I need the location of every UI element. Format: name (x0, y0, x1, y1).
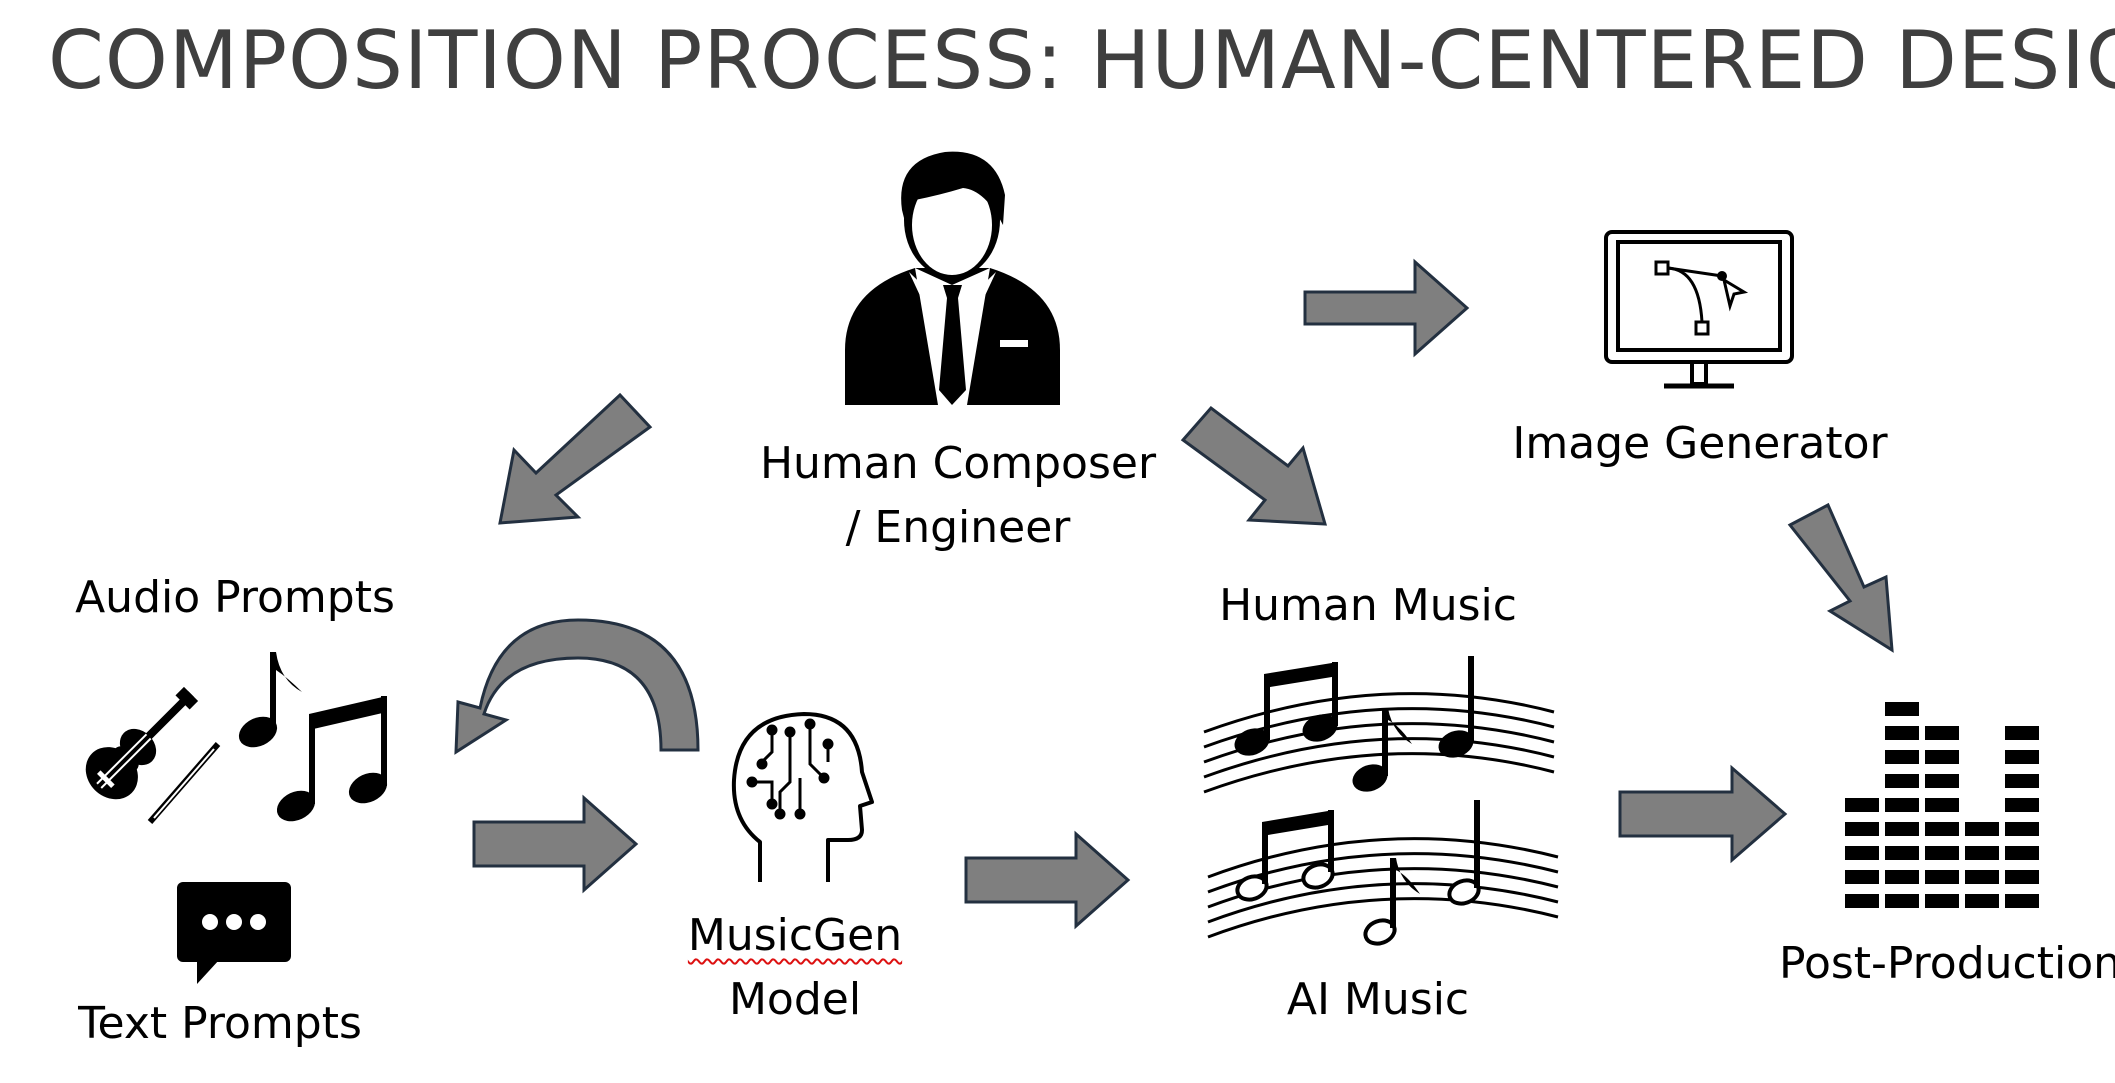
equalizer-block (1965, 870, 1999, 884)
equalizer-block (1925, 894, 1959, 908)
equalizer-block (1885, 750, 1919, 764)
equalizer-block (1885, 870, 1919, 884)
equalizer-block (2005, 846, 2039, 860)
musicgen-label: MusicGen Model (630, 904, 960, 1032)
diagram-title: COMPOSITION PROCESS: HUMAN-CENTERED DESI… (48, 14, 2115, 107)
equalizer-block (1925, 846, 1959, 860)
arrow-composer-to-image-generator (1303, 258, 1470, 358)
arrow-prompts-to-musicgen (472, 794, 639, 894)
equalizer-bars-icon (1845, 702, 2039, 908)
human-composer-label: Human Composer / Engineer (748, 432, 1168, 560)
equalizer-block (1845, 798, 1879, 812)
chat-bubble-icon (177, 882, 291, 984)
equalizer-block (1885, 798, 1919, 812)
ai-head-icon (731, 712, 874, 882)
equalizer-block (2005, 750, 2039, 764)
equalizer-block (1965, 894, 1999, 908)
equalizer-block (1965, 822, 1999, 836)
equalizer-block (1925, 726, 1959, 740)
arrow-composer-to-audio-prompts (498, 392, 653, 525)
arrow-image-generator-to-post-production (1787, 502, 1894, 653)
equalizer-block (1925, 798, 1959, 812)
equalizer-block (1925, 774, 1959, 788)
arrow-composer-to-music (1180, 405, 1328, 526)
arrow-musicgen-to-music (964, 830, 1131, 930)
equalizer-block (2005, 726, 2039, 740)
equalizer-block (1845, 870, 1879, 884)
equalizer-block (2005, 774, 2039, 788)
equalizer-block (1925, 750, 1959, 764)
musicgen-line2: Model (728, 974, 862, 1025)
equalizer-block (1885, 726, 1919, 740)
equalizer-block (1885, 822, 1919, 836)
equalizer-block (1885, 846, 1919, 860)
human-composer-line2: / Engineer (845, 502, 1071, 553)
equalizer-block (2005, 870, 2039, 884)
equalizer-block (1845, 822, 1879, 836)
post-production-label: Post-Production (1778, 938, 2115, 989)
sheet-music-icon (1203, 656, 1559, 946)
equalizer-block (1885, 774, 1919, 788)
musicgen-line1: MusicGen (687, 910, 903, 961)
equalizer-block (1845, 846, 1879, 860)
equalizer-block (1965, 846, 1999, 860)
equalizer-block (2005, 822, 2039, 836)
equalizer-block (1885, 894, 1919, 908)
music-notes-icon (238, 652, 388, 822)
equalizer-block (2005, 798, 2039, 812)
businessman-icon (845, 151, 1060, 405)
ai-music-label: AI Music (1286, 974, 1470, 1025)
arrow-music-to-post-production (1618, 764, 1788, 864)
equalizer-block (1845, 894, 1879, 908)
equalizer-block (2005, 894, 2039, 908)
violin-icon (85, 686, 221, 824)
human-composer-line1: Human Composer (759, 438, 1157, 489)
vector-design-monitor-icon (1604, 230, 1794, 389)
image-generator-label: Image Generator (1512, 418, 1888, 469)
text-prompts-label: Text Prompts (78, 998, 362, 1049)
arrow-musicgen-loop-to-prompts (454, 618, 700, 755)
audio-prompts-label: Audio Prompts (75, 572, 395, 623)
human-music-label: Human Music (1219, 580, 1517, 631)
equalizer-block (1885, 702, 1919, 716)
equalizer-block (1925, 870, 1959, 884)
equalizer-block (1925, 822, 1959, 836)
